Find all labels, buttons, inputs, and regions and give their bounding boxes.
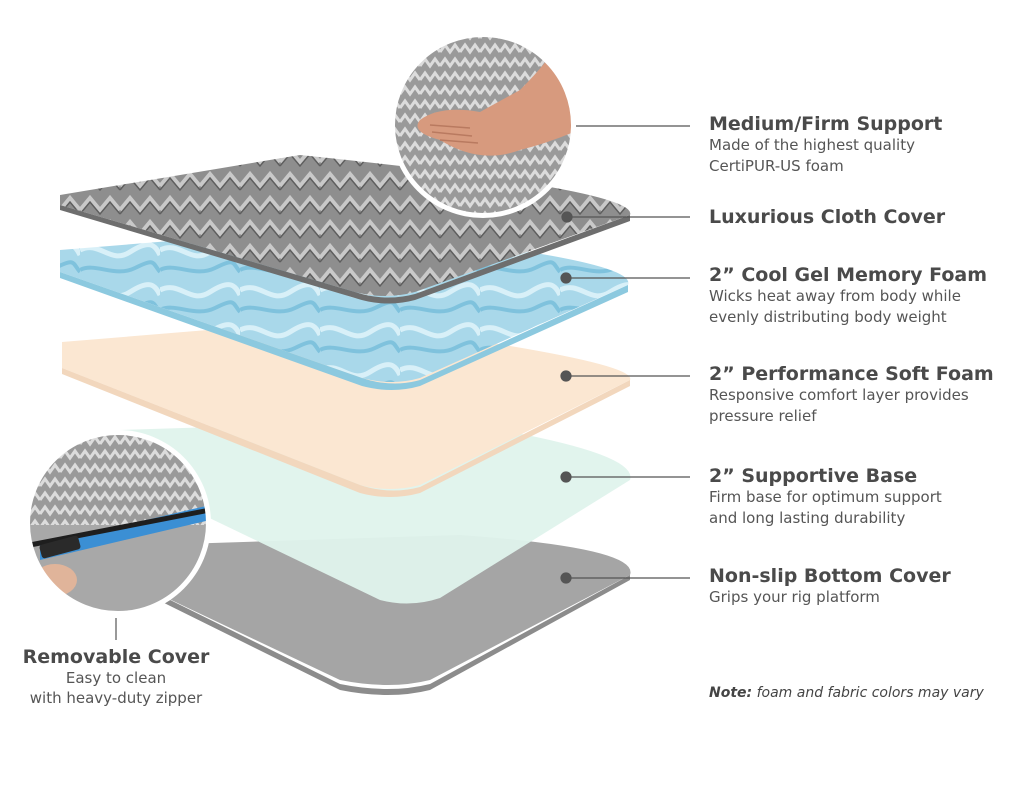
callout-title: Removable Cover xyxy=(22,646,210,668)
note-text: foam and fabric colors may vary xyxy=(756,685,984,701)
callout-title: Non-slip Bottom Cover xyxy=(709,565,951,587)
soft-foam-layer xyxy=(62,320,631,489)
callout-desc-line: Grips your rig platform xyxy=(709,588,880,606)
callout-desc-line: pressure relief xyxy=(709,407,817,425)
supportive-base-layer xyxy=(120,420,631,604)
callout-supportive-base: 2” Supportive Base Firm base for optimum… xyxy=(709,465,942,529)
callout-desc-line: Firm base for optimum support xyxy=(709,488,942,506)
callout-desc-line: evenly distributing body weight xyxy=(709,308,947,326)
callout-luxurious-cloth-cover: Luxurious Cloth Cover xyxy=(709,206,945,228)
callout-title: 2” Cool Gel Memory Foam xyxy=(709,264,988,286)
callout-desc-line: CertiPUR-US foam xyxy=(709,157,844,175)
callout-title: Luxurious Cloth Cover xyxy=(709,206,946,228)
callout-desc-line: Made of the highest quality xyxy=(709,136,915,154)
color-note: Note: foam and fabric colors may vary xyxy=(709,685,984,701)
callout-title: 2” Supportive Base xyxy=(709,465,918,487)
leader-lines xyxy=(115,125,690,640)
callout-medium-firm-support: Medium/Firm Support Made of the highest … xyxy=(709,113,942,177)
bottom-cover-layer xyxy=(150,535,631,685)
callout-removable-cover: Removable Cover Easy to clean with heavy… xyxy=(10,646,222,708)
note-label: Note: xyxy=(709,685,753,701)
callout-cool-gel-memory-foam: 2” Cool Gel Memory Foam Wicks heat away … xyxy=(709,264,987,328)
callout-desc-line: Responsive comfort layer provides xyxy=(709,386,969,404)
callout-desc-line: Easy to clean xyxy=(65,669,167,687)
callout-title: Medium/Firm Support xyxy=(709,113,943,135)
callout-title: 2” Performance Soft Foam xyxy=(709,363,994,385)
callout-non-slip-bottom-cover: Non-slip Bottom Cover Grips your rig pla… xyxy=(709,565,951,608)
gel-memory-foam-layer xyxy=(60,228,629,382)
callout-desc-line: and long lasting durability xyxy=(709,509,906,527)
callout-desc-line: Wicks heat away from body while xyxy=(709,287,961,305)
callout-desc-line: with heavy-duty zipper xyxy=(29,689,203,707)
hand-pressing-foam-inset xyxy=(390,32,576,218)
callout-performance-soft-foam: 2” Performance Soft Foam Responsive comf… xyxy=(709,363,994,427)
